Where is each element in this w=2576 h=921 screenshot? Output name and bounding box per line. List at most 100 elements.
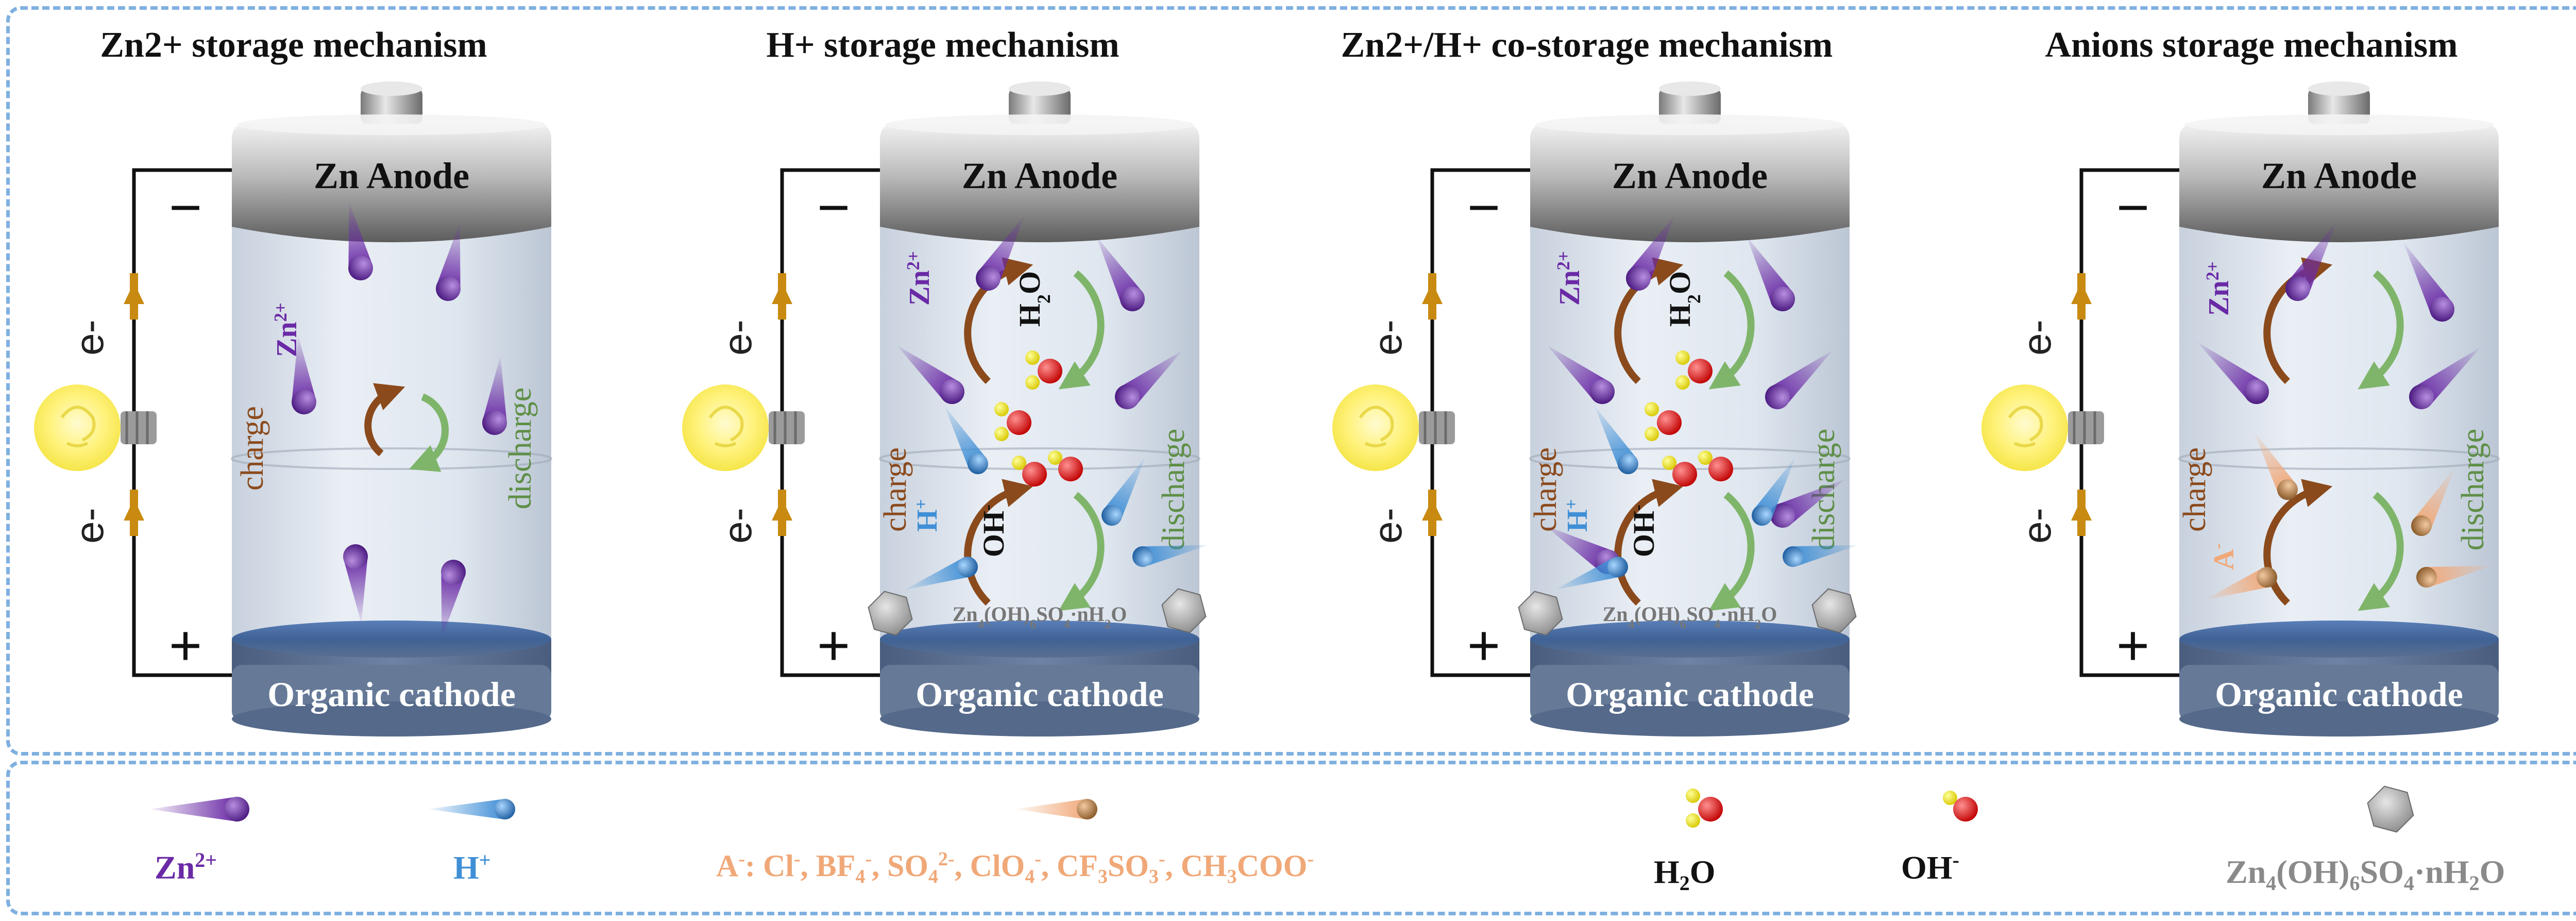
- anion: [2411, 467, 2455, 536]
- electron-label-bottom: e-: [1365, 508, 1410, 543]
- hydroxide-ion: [1048, 450, 1083, 481]
- minus-sign: −: [169, 176, 202, 239]
- zn-ion: [1765, 350, 1833, 409]
- panel-title-co: Zn2+/H+ co-storage mechanism: [1341, 25, 1833, 65]
- plus-sign: +: [2116, 614, 2149, 677]
- cathode-disc: [232, 621, 551, 658]
- organic-cathode-label: Organic cathode: [2215, 675, 2463, 714]
- precipitate-label: Zn4(OH)6SO4·nH2O: [1603, 602, 1777, 631]
- electrolyte-body: [1530, 196, 1850, 649]
- charge-arrow: [1614, 479, 1684, 606]
- zn-ion-label: Zn2+: [903, 251, 936, 306]
- electron-flow-bar: [2077, 490, 2086, 536]
- h-ion: [1752, 457, 1795, 526]
- charge-label: charge: [878, 447, 913, 532]
- water-label: H2O: [1663, 271, 1704, 327]
- charge-label: charge: [1528, 447, 1563, 532]
- lightbulb-icon: [1981, 384, 2104, 471]
- charge-label: charge: [235, 406, 270, 491]
- legend-zn-label: Zn2+: [155, 848, 217, 886]
- electron-flow-bar: [778, 490, 786, 536]
- legend-precipitate-icon: [2367, 785, 2414, 833]
- zn-ion: [1547, 345, 1615, 404]
- electron-label-top: e-: [66, 320, 112, 355]
- battery-terminal-top: [361, 81, 422, 96]
- discharge-arrow: [1058, 492, 1105, 611]
- zn-ion: [1115, 350, 1183, 409]
- battery-terminal-top: [1009, 81, 1071, 96]
- h-ion: [1132, 545, 1209, 567]
- panel-title-anions: Anions storage mechanism: [2045, 25, 2458, 65]
- cathode-foot-bottom: [232, 701, 551, 736]
- legend-water-label: H2O: [1654, 853, 1716, 895]
- charge-arrow: [364, 383, 405, 457]
- organic-cathode-label: Organic cathode: [267, 675, 516, 714]
- electron-flow-bar: [130, 490, 138, 536]
- legend-precipitate-label: Zn4(OH)6SO4·nH2O: [2226, 853, 2505, 895]
- electron-flow-bar: [778, 273, 786, 320]
- h-ion: [1783, 545, 1859, 567]
- electrolyte-body: [880, 196, 1199, 649]
- discharge-arrow: [2358, 270, 2404, 390]
- water-molecule: [1645, 402, 1682, 441]
- zn-anode-highlight: [1535, 114, 1844, 135]
- plus-sign: +: [169, 614, 202, 677]
- zn-ion: [1747, 236, 1795, 311]
- electron-label-top: e-: [715, 320, 760, 355]
- zn-ion-label: Zn2+: [270, 303, 303, 357]
- electron-label-top: e-: [1365, 320, 1410, 355]
- zn-ion: [436, 222, 461, 301]
- minus-sign: −: [1467, 176, 1500, 239]
- cathode-disc: [1530, 621, 1850, 658]
- zn-ion: [2403, 242, 2454, 322]
- zn-ion: [343, 544, 368, 624]
- zn-anode-highlight: [2184, 114, 2494, 135]
- hydroxide-ion: [1662, 456, 1697, 487]
- zn-anode-label: Zn Anode: [1612, 155, 1768, 196]
- legend-water-icon: [1686, 789, 1723, 828]
- cathode-disc: [2179, 621, 2499, 658]
- anion: [2254, 431, 2298, 500]
- plus-sign: +: [817, 614, 850, 677]
- h-ion: [904, 557, 978, 590]
- cathode-disc: [880, 621, 1199, 658]
- water-label: H2O: [1013, 271, 1054, 327]
- legend-h-label: H+: [453, 848, 491, 886]
- anion-label: A-: [2208, 543, 2241, 570]
- zn-anode-cap: [232, 124, 551, 242]
- legend-h-icon: [428, 799, 515, 819]
- zn-ion: [2197, 342, 2269, 404]
- zn-ion: [1626, 215, 1674, 291]
- zn-ion: [2409, 347, 2481, 409]
- h-ion-label: H+: [1561, 499, 1594, 531]
- hydroxide-ion: [1698, 450, 1733, 481]
- minus-sign: −: [2116, 176, 2149, 239]
- electron-flow-bar: [1428, 273, 1436, 320]
- anion: [2204, 567, 2277, 600]
- discharge-arrow: [1708, 492, 1755, 611]
- lightbulb-icon: [34, 384, 157, 471]
- electron-label-bottom: e-: [715, 508, 760, 543]
- cathode-foot-bottom: [880, 701, 1199, 736]
- zn-ion: [482, 356, 507, 435]
- organic-cathode-label: Organic cathode: [916, 675, 1164, 714]
- hydroxide-label: OH-: [1627, 505, 1660, 557]
- zn-ion: [2285, 222, 2336, 301]
- zn-ion-label: Zn2+: [1553, 251, 1586, 306]
- electron-label-top: e-: [2014, 320, 2059, 355]
- legend-hydroxide-label: OH-: [1901, 848, 1959, 886]
- electron-flow-bar: [2077, 273, 2086, 320]
- zn-ion-label: Zn2+: [2202, 261, 2235, 316]
- zn-ion: [976, 215, 1024, 291]
- hydroxide-ion: [1012, 456, 1047, 487]
- legend-zn-icon: [149, 797, 249, 822]
- h-ion: [1595, 406, 1638, 474]
- electron-label-bottom: e-: [66, 508, 112, 543]
- organic-cathode-label: Organic cathode: [1566, 675, 1814, 714]
- discharge-label: discharge: [503, 388, 538, 509]
- zn-anode-label: Zn Anode: [314, 155, 469, 196]
